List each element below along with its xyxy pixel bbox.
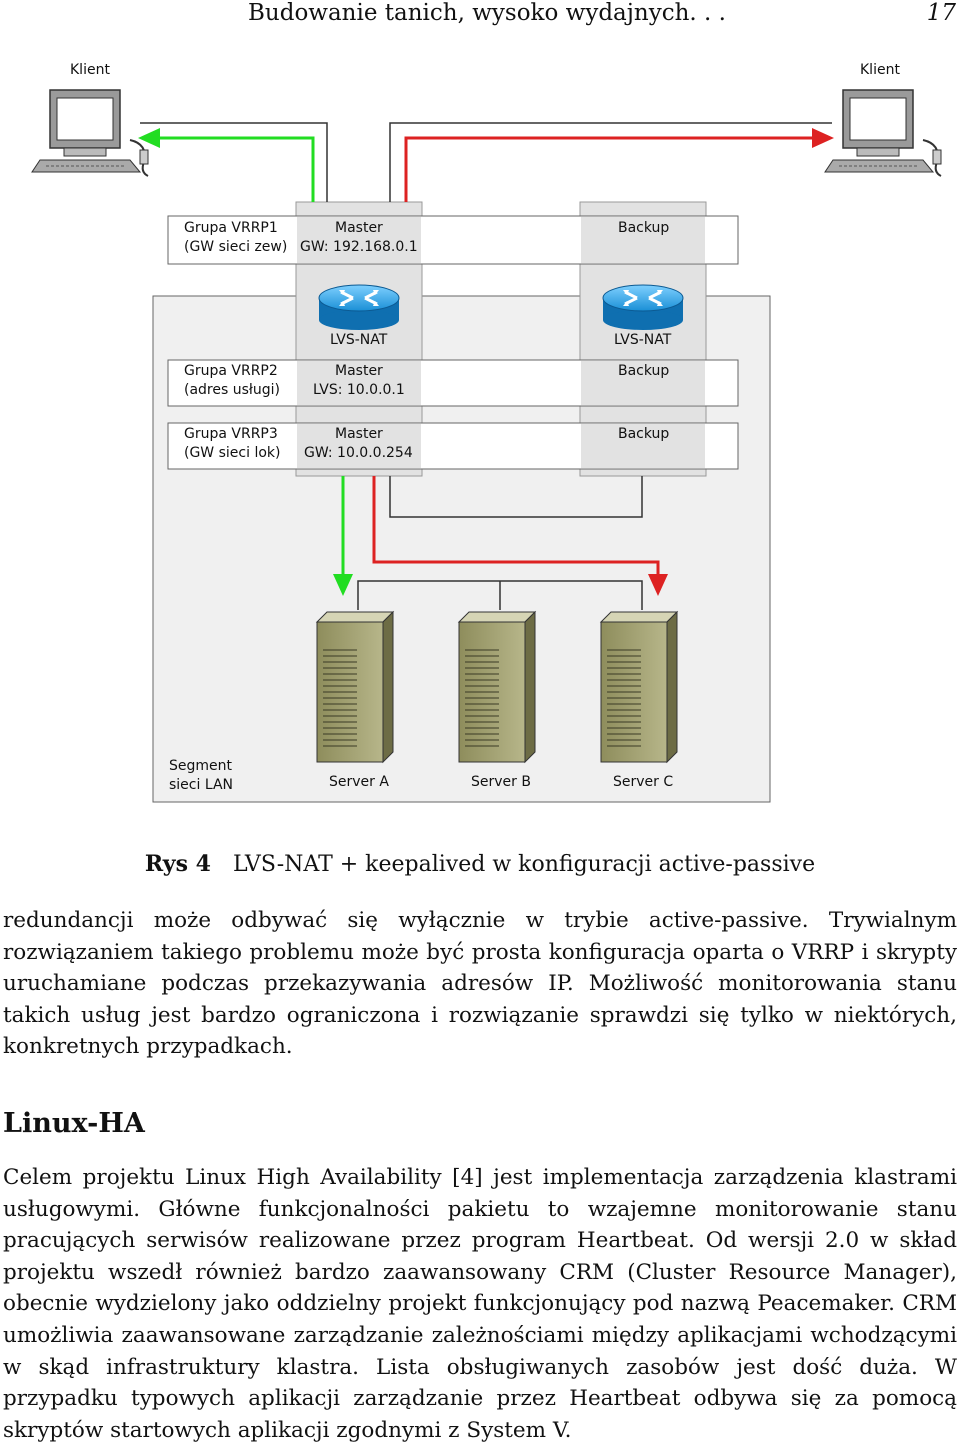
segment-label-line1: Segment bbox=[169, 758, 233, 774]
lan-link-backup bbox=[389, 476, 643, 518]
server-c-icon bbox=[600, 611, 678, 763]
caption-label: Rys 4 bbox=[144, 851, 211, 877]
master-router-icon bbox=[317, 283, 401, 332]
passive-path-red-bottom bbox=[372, 476, 660, 578]
vrrp1-name: Grupa VRRP1 bbox=[184, 220, 278, 236]
vrrp3-backup: Backup bbox=[618, 426, 669, 442]
lvs-nat-diagram: Klient Klient Grupa VRRP1 (GW sieci zew)… bbox=[31, 62, 942, 803]
vrrp3-name: Grupa VRRP3 bbox=[184, 426, 278, 442]
paragraph-2: Celem projektu Linux High Availability [… bbox=[3, 1165, 957, 1443]
vrrp1-backup: Backup bbox=[618, 220, 669, 236]
vrrp2-master: Master bbox=[335, 363, 383, 379]
running-header: Budowanie tanich, wysoko wydajnych. . . bbox=[248, 0, 726, 26]
vrrp3-desc: (GW sieci lok) bbox=[184, 445, 280, 461]
figure-caption: Rys 4 LVS-NAT + keepalived w konfiguracji… bbox=[0, 851, 960, 877]
router-left-label: LVS-NAT bbox=[330, 332, 388, 348]
vrrp1-master: Master bbox=[335, 220, 383, 236]
backup-router-icon bbox=[601, 283, 685, 332]
client-right-icon bbox=[824, 89, 942, 177]
section-title: Linux-HA bbox=[3, 1108, 145, 1139]
vrrp1-master-addr: GW: 192.168.0.1 bbox=[300, 239, 418, 255]
segment-label-line2: sieci LAN bbox=[169, 777, 233, 793]
client-right-label: Klient bbox=[860, 62, 900, 78]
vrrp2-name: Grupa VRRP2 bbox=[184, 363, 278, 379]
green-arrowhead-top bbox=[138, 128, 160, 148]
server-b-icon bbox=[458, 611, 536, 763]
server-a-icon bbox=[316, 611, 394, 763]
vrrp3-master-addr: GW: 10.0.0.254 bbox=[304, 445, 413, 461]
inactive-link-right bbox=[389, 122, 832, 202]
client-left-icon bbox=[31, 89, 149, 177]
active-path-green-top bbox=[152, 136, 315, 202]
vrrp2-desc: (adres usługi) bbox=[184, 382, 280, 398]
server-c-label: Server C bbox=[613, 774, 673, 790]
red-arrowhead-top bbox=[812, 128, 834, 148]
server-b-label: Server B bbox=[471, 774, 531, 790]
vrrp2-master-addr: LVS: 10.0.0.1 bbox=[313, 382, 405, 398]
page-number: 17 bbox=[926, 0, 956, 26]
caption-text: LVS-NAT + keepalived w konfiguracji acti… bbox=[232, 852, 816, 877]
server-a-label: Server A bbox=[329, 774, 389, 790]
client-left-label: Klient bbox=[70, 62, 110, 78]
green-arrowhead-bottom bbox=[333, 574, 353, 596]
passive-path-red-top bbox=[404, 136, 818, 202]
red-arrowhead-bottom bbox=[648, 574, 668, 596]
vrrp2-backup: Backup bbox=[618, 363, 669, 379]
vrrp1-desc: (GW sieci zew) bbox=[184, 239, 287, 255]
paragraph-1: redundancji może odbywać się wyłącznie w… bbox=[3, 908, 957, 1060]
inactive-link-left bbox=[140, 122, 328, 202]
vrrp3-master: Master bbox=[335, 426, 383, 442]
router-right-label: LVS-NAT bbox=[614, 332, 672, 348]
